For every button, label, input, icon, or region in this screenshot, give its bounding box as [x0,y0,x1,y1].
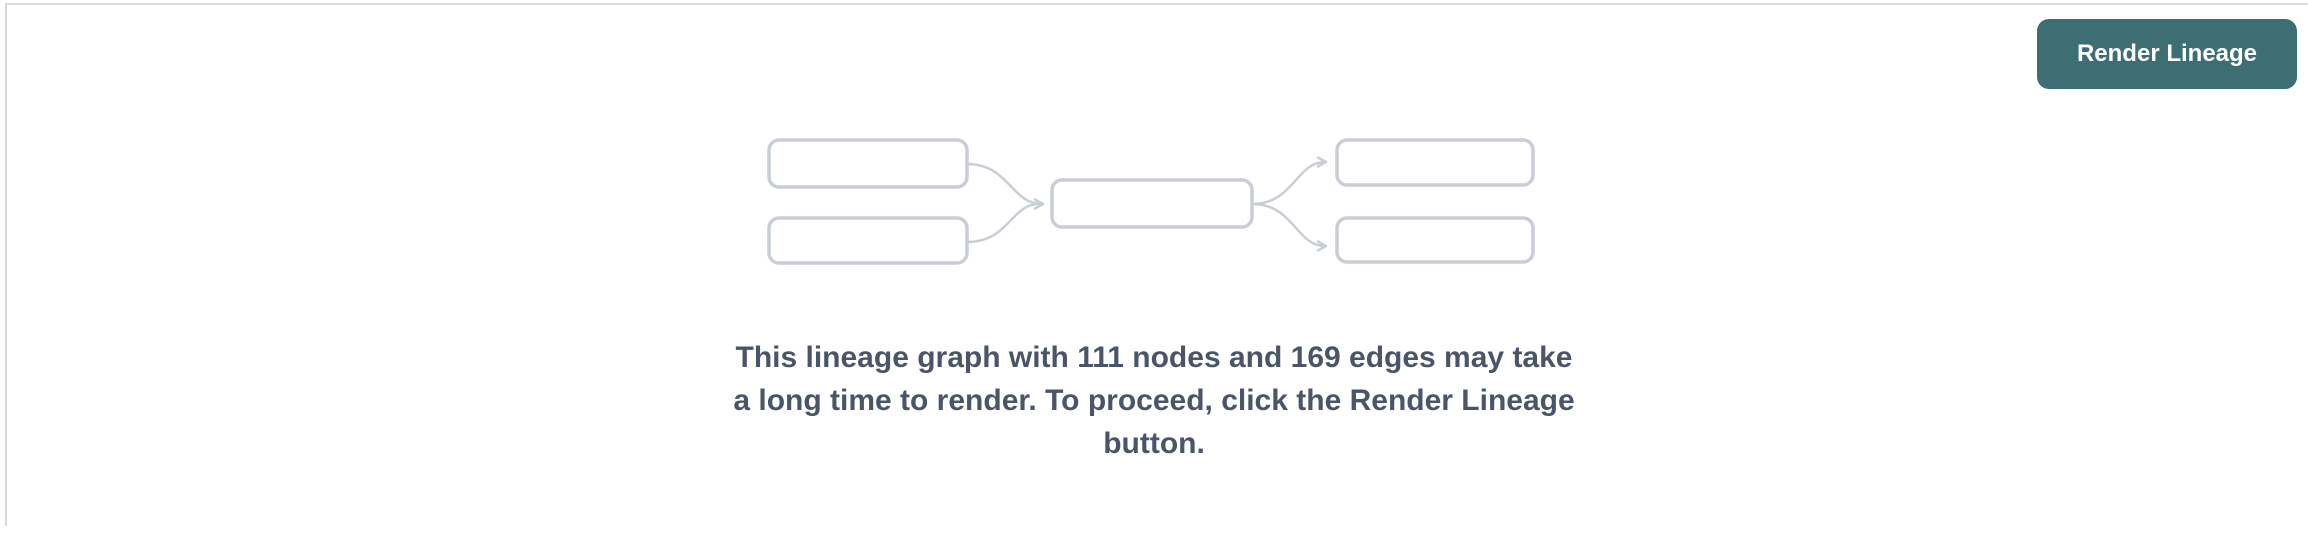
node-box-top-left [767,138,969,189]
node-box-bottom-left [767,216,969,265]
panel-left-border [5,3,7,526]
placeholder-node-boxes [767,138,1535,265]
message-line-2: a long time to render. To proceed, click… [733,384,1575,417]
placeholder-edges [965,156,1328,252]
lineage-graph-placeholder-icon [767,138,1535,265]
edge-middle-to-bottomright [1250,202,1328,252]
lineage-empty-state: This lineage graph with 111 nodes and 16… [0,128,2308,465]
edge-middle-to-topright [1250,156,1328,206]
render-lineage-button[interactable]: Render Lineage [2037,19,2297,89]
node-box-bottom-right [1335,216,1535,264]
node-box-top-right [1335,138,1535,187]
lineage-warning-message: This lineage graph with 111 nodes and 16… [733,336,1574,465]
edge-bottomleft-to-middle [965,202,1041,244]
node-box-middle [1050,178,1254,229]
edge-topleft-to-middle [965,162,1045,210]
message-line-1: This lineage graph with 111 nodes and 16… [735,341,1573,374]
message-line-3: button. [1103,427,1205,460]
panel-top-border [6,3,2308,5]
